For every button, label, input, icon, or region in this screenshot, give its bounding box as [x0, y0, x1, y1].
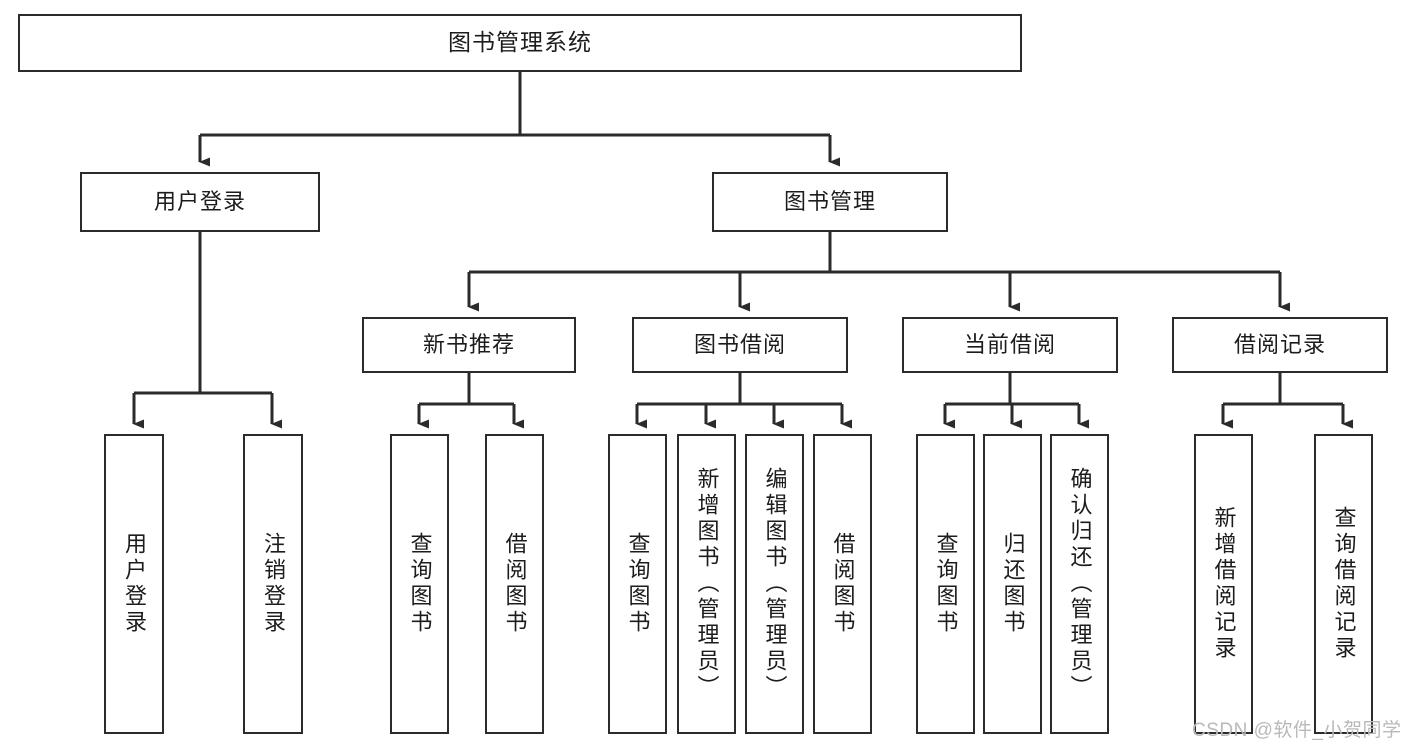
- node-borrow-record[interactable]: 借阅记录: [1172, 317, 1388, 373]
- node-leaf-edit-book-admin-label: 编辑图书（管理员）: [762, 467, 788, 701]
- node-book-manage-label: 图书管理: [783, 189, 876, 215]
- node-new-book-recommend[interactable]: 新书推荐: [362, 317, 576, 373]
- node-leaf-user-login[interactable]: 用户登录: [104, 434, 164, 734]
- node-user-login-label: 用户登录: [153, 189, 246, 215]
- node-book-borrow-label: 图书借阅: [693, 332, 786, 358]
- node-leaf-logout[interactable]: 注销登录: [243, 434, 303, 734]
- node-root[interactable]: 图书管理系统: [18, 14, 1022, 72]
- node-leaf-confirm-return-admin[interactable]: 确认归还（管理员）: [1050, 434, 1109, 734]
- node-leaf-borrow-book-1-label: 借阅图书: [502, 532, 528, 636]
- node-leaf-return-book-label: 归还图书: [1000, 532, 1026, 636]
- node-leaf-add-borrow-record[interactable]: 新增借阅记录: [1194, 434, 1253, 734]
- node-current-borrow[interactable]: 当前借阅: [902, 317, 1118, 373]
- node-leaf-query-book-1[interactable]: 查询图书: [390, 434, 449, 734]
- node-leaf-borrow-book-2[interactable]: 借阅图书: [813, 434, 872, 734]
- watermark-text: CSDN @软件_小贺同学: [1192, 720, 1402, 741]
- node-leaf-borrow-book-2-label: 借阅图书: [830, 532, 856, 636]
- node-leaf-add-book-admin-label: 新增图书（管理员）: [694, 467, 720, 701]
- node-leaf-query-book-3[interactable]: 查询图书: [916, 434, 975, 734]
- node-leaf-add-book-admin[interactable]: 新增图书（管理员）: [677, 434, 736, 734]
- node-leaf-query-borrow-record-label: 查询借阅记录: [1331, 506, 1357, 662]
- node-borrow-record-label: 借阅记录: [1233, 332, 1326, 358]
- node-root-label: 图书管理系统: [448, 29, 592, 56]
- node-book-borrow[interactable]: 图书借阅: [632, 317, 848, 373]
- node-current-borrow-label: 当前借阅: [963, 332, 1056, 358]
- node-leaf-query-book-1-label: 查询图书: [407, 532, 433, 636]
- node-leaf-query-book-3-label: 查询图书: [933, 532, 959, 636]
- node-leaf-user-login-label: 用户登录: [121, 532, 147, 636]
- node-leaf-logout-label: 注销登录: [260, 532, 286, 636]
- node-new-book-recommend-label: 新书推荐: [422, 332, 515, 358]
- node-book-manage[interactable]: 图书管理: [712, 172, 948, 232]
- node-leaf-add-borrow-record-label: 新增借阅记录: [1211, 506, 1237, 662]
- node-leaf-edit-book-admin[interactable]: 编辑图书（管理员）: [745, 434, 804, 734]
- node-leaf-borrow-book-1[interactable]: 借阅图书: [485, 434, 544, 734]
- node-leaf-return-book[interactable]: 归还图书: [983, 434, 1042, 734]
- node-leaf-confirm-return-admin-label: 确认归还（管理员）: [1067, 467, 1093, 701]
- node-leaf-query-book-2-label: 查询图书: [625, 532, 651, 636]
- node-leaf-query-book-2[interactable]: 查询图书: [608, 434, 667, 734]
- node-user-login[interactable]: 用户登录: [80, 172, 320, 232]
- node-leaf-query-borrow-record[interactable]: 查询借阅记录: [1314, 434, 1373, 734]
